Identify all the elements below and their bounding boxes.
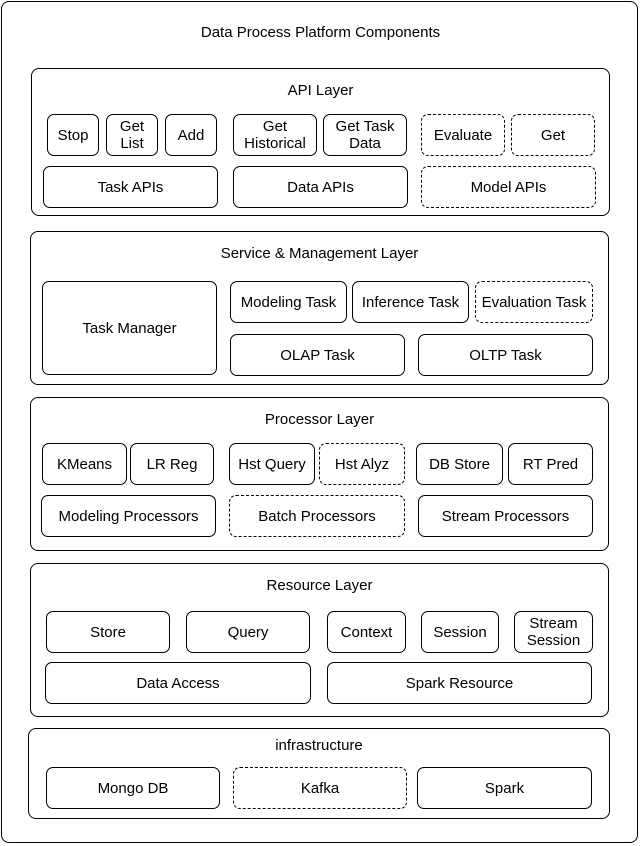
context-box: Context (327, 611, 406, 653)
resource-layer: Resource Layer Store Query Context Sessi… (30, 563, 609, 717)
stream-session-box: Stream Session (514, 611, 593, 653)
evaluate-box: Evaluate (421, 114, 505, 156)
modeling-task-box: Modeling Task (230, 281, 347, 323)
kafka-box: Kafka (233, 767, 407, 809)
get-historical-box: Get Historical (233, 114, 317, 156)
data-apis-box: Data APIs (233, 166, 408, 208)
lr-reg-box: LR Reg (130, 443, 214, 485)
hst-query-box: Hst Query (229, 443, 315, 485)
data-access-box: Data Access (45, 662, 311, 704)
diagram-title: Data Process Platform Components (200, 24, 441, 41)
infrastructure-layer-title: infrastructure (275, 737, 363, 754)
modeling-processors-box: Modeling Processors (41, 495, 216, 537)
api-layer-title: API Layer (287, 82, 354, 99)
evaluation-task-box: Evaluation Task (475, 281, 593, 323)
stream-processors-box: Stream Processors (418, 495, 593, 537)
task-manager-box: Task Manager (42, 281, 217, 375)
model-apis-box: Model APIs (421, 166, 596, 208)
api-layer: API Layer Stop Get List Add Get Historic… (31, 68, 610, 216)
store-box: Store (46, 611, 170, 653)
processor-layer: Processor Layer KMeans LR Reg Hst Query … (30, 397, 609, 551)
add-box: Add (165, 114, 217, 156)
spark-box: Spark (417, 767, 592, 809)
resource-layer-title: Resource Layer (266, 577, 373, 594)
oltp-task-box: OLTP Task (418, 334, 593, 376)
rt-pred-box: RT Pred (508, 443, 593, 485)
inference-task-box: Inference Task (352, 281, 469, 323)
get-box: Get (511, 114, 595, 156)
stop-box: Stop (47, 114, 99, 156)
processor-layer-title: Processor Layer (264, 411, 375, 428)
query-box: Query (186, 611, 310, 653)
spark-resource-box: Spark Resource (327, 662, 592, 704)
batch-processors-box: Batch Processors (229, 495, 405, 537)
service-layer-title: Service & Management Layer (220, 245, 419, 262)
get-task-data-box: Get Task Data (323, 114, 407, 156)
hst-alyz-box: Hst Alyz (319, 443, 405, 485)
kmeans-box: KMeans (42, 443, 127, 485)
service-management-layer: Service & Management Layer Task Manager … (30, 231, 609, 385)
olap-task-box: OLAP Task (230, 334, 405, 376)
mongo-db-box: Mongo DB (46, 767, 220, 809)
infrastructure-layer: infrastructure Mongo DB Kafka Spark (28, 728, 610, 819)
db-store-box: DB Store (416, 443, 503, 485)
session-box: Session (421, 611, 499, 653)
get-list-box: Get List (106, 114, 158, 156)
task-apis-box: Task APIs (43, 166, 218, 208)
